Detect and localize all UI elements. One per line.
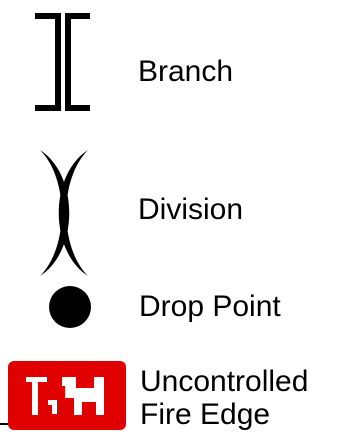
legend-label-drop-point: Drop Point bbox=[139, 290, 281, 323]
division-parentheses-icon bbox=[40, 150, 88, 276]
legend-label-division: Division bbox=[138, 193, 244, 226]
branch-bracket-icon bbox=[35, 13, 90, 111]
legend-label-uncontrolled-fire-edge: Uncontrolled Fire Edge bbox=[140, 365, 308, 431]
legend-label-line-1: Uncontrolled bbox=[140, 365, 309, 398]
legend-label-line-2: Fire Edge bbox=[140, 398, 271, 431]
drop-point-circle-icon bbox=[49, 286, 91, 328]
uncontrolled-fire-edge-icon bbox=[0, 361, 126, 430]
legend-label-branch: Branch bbox=[138, 55, 234, 88]
